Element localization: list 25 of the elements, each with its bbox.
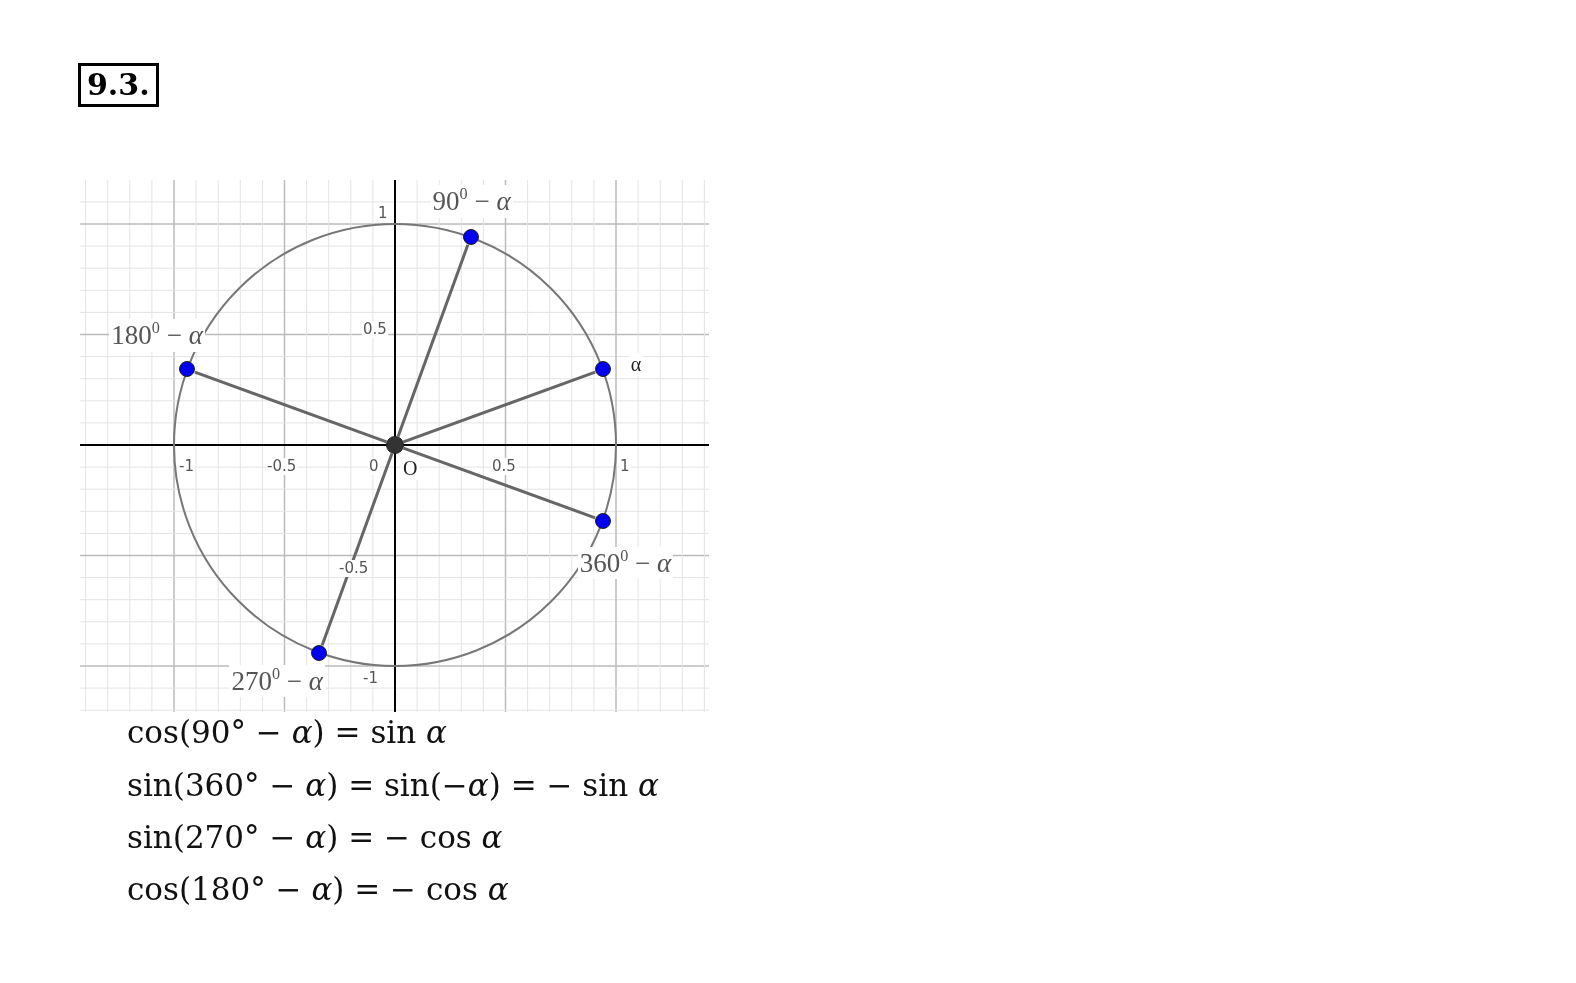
tick-label: 0 xyxy=(368,458,380,475)
origin-point xyxy=(386,436,404,454)
radius-line xyxy=(396,244,470,438)
tick-label: 0.5 xyxy=(362,321,388,338)
tick-label: 0.5 xyxy=(491,458,517,475)
point-label: 180$^{0}$ − α xyxy=(109,319,205,352)
formula: cos(180° − α) = − cos α xyxy=(127,871,509,907)
point-label: α xyxy=(628,353,644,377)
problem-number: 9.3. xyxy=(78,63,159,107)
point-label: 270$^{0}$ − α xyxy=(229,664,325,698)
radius-line xyxy=(320,452,394,646)
point-label: O xyxy=(401,457,420,480)
formula: cos(90° − α) = sin α xyxy=(127,714,447,750)
point-marker xyxy=(462,229,479,246)
formula: sin(270° − α) = − cos α xyxy=(127,819,503,855)
formula: sin(360° − α) = sin(−α) = − sin α xyxy=(127,767,659,803)
tick-label: -0.5 xyxy=(338,560,370,577)
point-label: 90$^{0}$ − α xyxy=(430,185,513,218)
point-label: 360$^{0}$ − α xyxy=(577,546,674,579)
tick-label: -1 xyxy=(362,670,379,687)
radius-line xyxy=(402,370,596,444)
point-marker xyxy=(179,361,196,378)
radius-line xyxy=(402,446,596,520)
radius-line xyxy=(194,370,388,444)
tick-label: -0.5 xyxy=(266,458,298,475)
